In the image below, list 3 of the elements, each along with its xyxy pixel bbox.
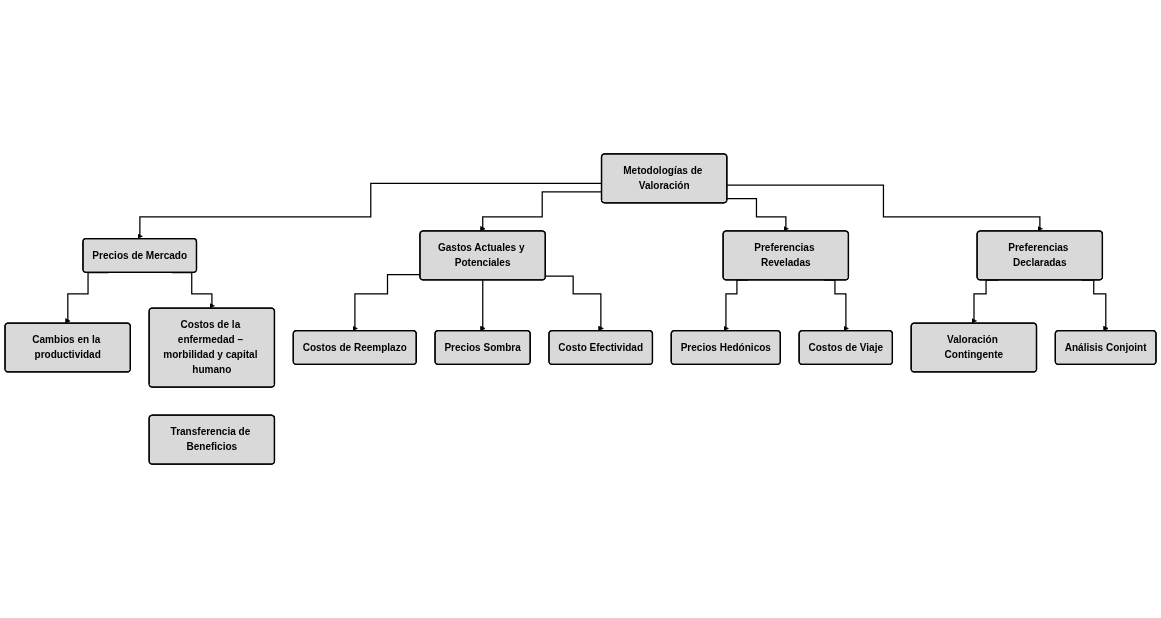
- arrow: [726, 184, 1043, 232]
- arrow: [726, 197, 789, 232]
- arrow: [480, 279, 486, 332]
